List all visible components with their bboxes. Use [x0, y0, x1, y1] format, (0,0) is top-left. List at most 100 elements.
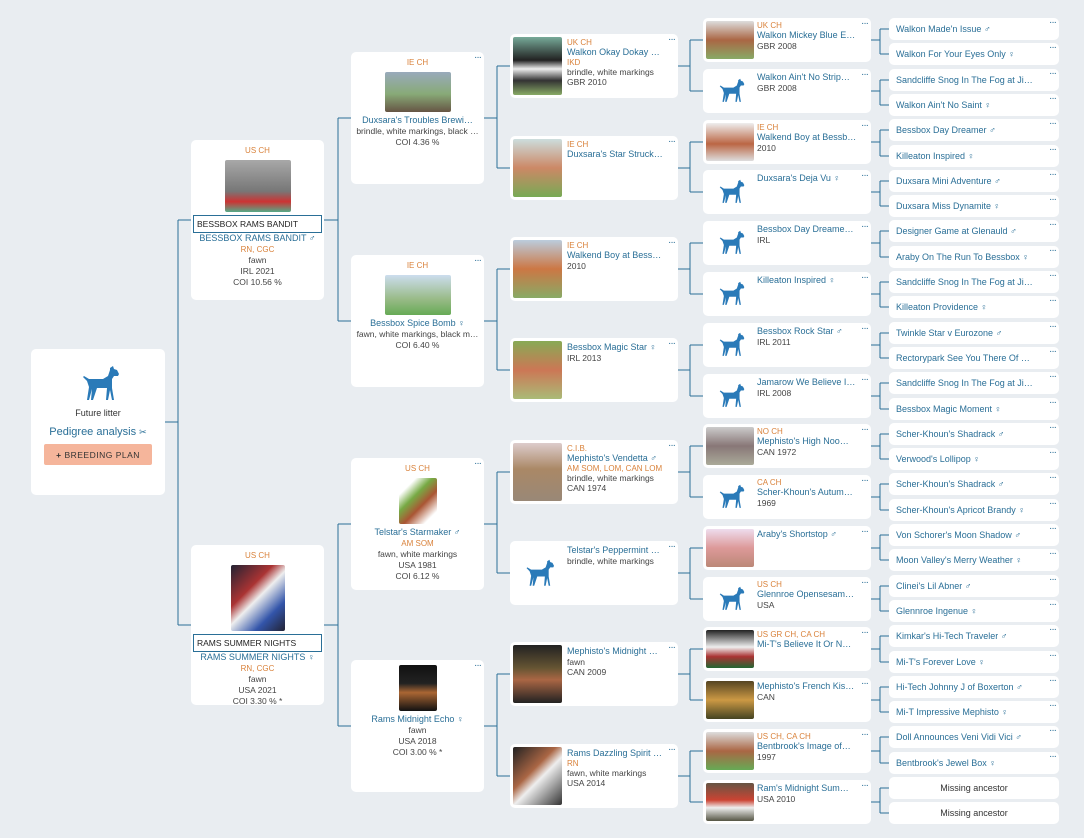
more-options-icon[interactable]: ···: [1049, 43, 1057, 53]
dog-name[interactable]: Killeaton Providence: [896, 302, 979, 312]
gen5-card[interactable]: ···Bessbox Day Dreamer ♂: [889, 119, 1059, 141]
more-options-icon[interactable]: ···: [1049, 752, 1057, 762]
more-options-icon[interactable]: ···: [1049, 18, 1057, 28]
more-options-icon[interactable]: ···: [1049, 726, 1057, 736]
more-options-icon[interactable]: ···: [861, 272, 869, 283]
gen4-card[interactable]: ···Bessbox Day Dreame… IRL: [703, 221, 871, 265]
more-options-icon[interactable]: ···: [861, 69, 869, 80]
more-options-icon[interactable]: ···: [1049, 170, 1057, 180]
dog-name[interactable]: Glennroe Ingenue: [896, 606, 969, 616]
dog-name[interactable]: Bessbox Magic Star ♀: [567, 342, 657, 352]
dam-search-input[interactable]: RAMS SUMMER NIGHTS: [193, 634, 322, 652]
dog-name[interactable]: Ram's Midnight Sum…: [757, 783, 849, 793]
gen5-card[interactable]: ··· Sandcliffe Snog In The Fog at Ji…: [889, 372, 1059, 394]
more-options-icon[interactable]: ···: [1049, 372, 1057, 382]
more-options-icon[interactable]: ···: [1049, 296, 1057, 306]
dog-name[interactable]: Kimkar's Hi-Tech Traveler: [896, 631, 999, 641]
more-options-icon[interactable]: ···: [474, 255, 482, 266]
dog-name[interactable]: Jamarow We Believe I…: [757, 377, 856, 387]
dog-name[interactable]: Killeaton Inspired: [896, 151, 966, 161]
more-options-icon[interactable]: ···: [1049, 246, 1057, 256]
more-options-icon[interactable]: ···: [1049, 651, 1057, 661]
more-options-icon[interactable]: ···: [668, 744, 676, 755]
dog-name[interactable]: Mi-T Impressive Mephisto: [896, 707, 999, 717]
dog-name[interactable]: Missing ancestor: [940, 783, 1008, 793]
more-options-icon[interactable]: ···: [668, 237, 676, 248]
dog-name[interactable]: Mephisto's Vendetta ♂: [567, 453, 658, 463]
dog-name[interactable]: Sandcliffe Snog In The Fog at Ji…: [896, 75, 1033, 85]
missing-ancestor-slot[interactable]: Missing ancestor: [889, 777, 1059, 799]
more-options-icon[interactable]: ···: [668, 34, 676, 45]
gen3-card[interactable]: ···Bessbox Magic Star ♀IRL 2013: [510, 338, 678, 402]
dog-name[interactable]: Bentbrook's Image of…: [757, 741, 851, 751]
more-options-icon[interactable]: ···: [668, 440, 676, 451]
dog-name[interactable]: Scher-Khoun's Shadrack: [896, 429, 996, 439]
dog-name[interactable]: Walkend Boy at Bessb…: [757, 132, 857, 142]
gen5-card[interactable]: ···Killeaton Inspired ♀: [889, 145, 1059, 167]
pedigree-analysis-link[interactable]: Pedigree analysis ✂: [49, 426, 147, 438]
more-options-icon[interactable]: ···: [668, 642, 676, 653]
dog-name[interactable]: Walkon Ain't No Strip…: [757, 72, 850, 82]
more-options-icon[interactable]: ···: [1049, 473, 1057, 483]
dog-name[interactable]: Rectorypark See You There Of …: [896, 353, 1030, 363]
gen5-card[interactable]: ···Kimkar's Hi-Tech Traveler ♂: [889, 625, 1059, 647]
dog-name[interactable]: Glennroe Opensesam…: [757, 589, 855, 599]
dog-name[interactable]: Missing ancestor: [940, 808, 1008, 818]
dog-name[interactable]: Mi-T's Believe It Or N…: [757, 639, 852, 649]
more-options-icon[interactable]: ···: [1049, 69, 1057, 79]
dog-name[interactable]: Bessbox Rock Star ♂: [757, 326, 843, 336]
more-options-icon[interactable]: ···: [1049, 347, 1057, 357]
more-options-icon[interactable]: ···: [474, 660, 482, 671]
breeding-plan-button[interactable]: + BREEDING PLAN: [44, 444, 152, 465]
more-options-icon[interactable]: ···: [861, 780, 869, 791]
more-options-icon[interactable]: ···: [1049, 271, 1057, 281]
gen5-card[interactable]: ··· Sandcliffe Snog In The Fog at Ji…: [889, 69, 1059, 91]
dog-name[interactable]: Araby On The Run To Bessbox: [896, 252, 1020, 262]
gen5-card[interactable]: ···Von Schorer's Moon Shadow ♂: [889, 524, 1059, 546]
more-options-icon[interactable]: ···: [668, 136, 676, 147]
dog-name[interactable]: Rams Dazzling Spirit …: [567, 748, 663, 758]
dog-name[interactable]: Duxsara's Deja Vu ♀: [757, 173, 841, 183]
more-options-icon[interactable]: ···: [861, 170, 869, 181]
gen5-card[interactable]: ···Verwood's Lollipop ♀: [889, 448, 1059, 470]
gen5-card[interactable]: ···Walkon For Your Eyes Only ♀: [889, 43, 1059, 65]
dog-name[interactable]: Designer Game at Glenauld: [896, 226, 1008, 236]
dog-name[interactable]: Killeaton Inspired ♀: [757, 275, 836, 285]
dog-name[interactable]: Mephisto's French Kis…: [757, 681, 855, 691]
gen4-card[interactable]: ···Jamarow We Believe I… IRL 2008: [703, 374, 871, 418]
dog-name[interactable]: Sandcliffe Snog In The Fog at Ji…: [896, 378, 1033, 388]
more-options-icon[interactable]: ···: [1049, 119, 1057, 129]
more-options-icon[interactable]: ···: [861, 627, 869, 638]
gen5-card[interactable]: ···Twinkle Star v Eurozone ♂: [889, 322, 1059, 344]
dog-name[interactable]: Walkon Okay Dokay …: [567, 47, 660, 57]
gen5-card[interactable]: ···Glennroe Ingenue ♀: [889, 600, 1059, 622]
sire-search-input[interactable]: BESSBOX RAMS BANDIT: [193, 215, 322, 233]
dog-name[interactable]: Mi-T's Forever Love: [896, 657, 976, 667]
more-options-icon[interactable]: ···: [668, 338, 676, 349]
dog-name[interactable]: Bessbox Spice Bomb ♀: [370, 318, 465, 328]
dog-name[interactable]: Walkon Ain't No Saint: [896, 100, 982, 110]
gen5-card[interactable]: ···Araby On The Run To Bessbox ♀: [889, 246, 1059, 268]
dog-name[interactable]: Walkon For Your Eyes Only: [896, 49, 1006, 59]
more-options-icon[interactable]: ···: [1049, 600, 1057, 610]
gen5-card[interactable]: ···Bessbox Magic Moment ♀: [889, 398, 1059, 420]
more-options-icon[interactable]: ···: [861, 678, 869, 689]
more-options-icon[interactable]: ···: [861, 18, 869, 29]
dog-name[interactable]: Telstar's Starmaker ♂: [374, 527, 461, 537]
gen4-card[interactable]: ···Ram's Midnight Sum… USA 2010: [703, 780, 871, 824]
gen5-card[interactable]: ···Scher-Khoun's Apricot Brandy ♀: [889, 499, 1059, 521]
dog-name[interactable]: Araby's Shortstop ♂: [757, 529, 838, 539]
more-options-icon[interactable]: ···: [861, 120, 869, 131]
gen3-card[interactable]: ···Telstar's Peppermint … brindle, white…: [510, 541, 678, 605]
gen4-card[interactable]: ··· Duxsara's Deja Vu ♀: [703, 170, 871, 214]
